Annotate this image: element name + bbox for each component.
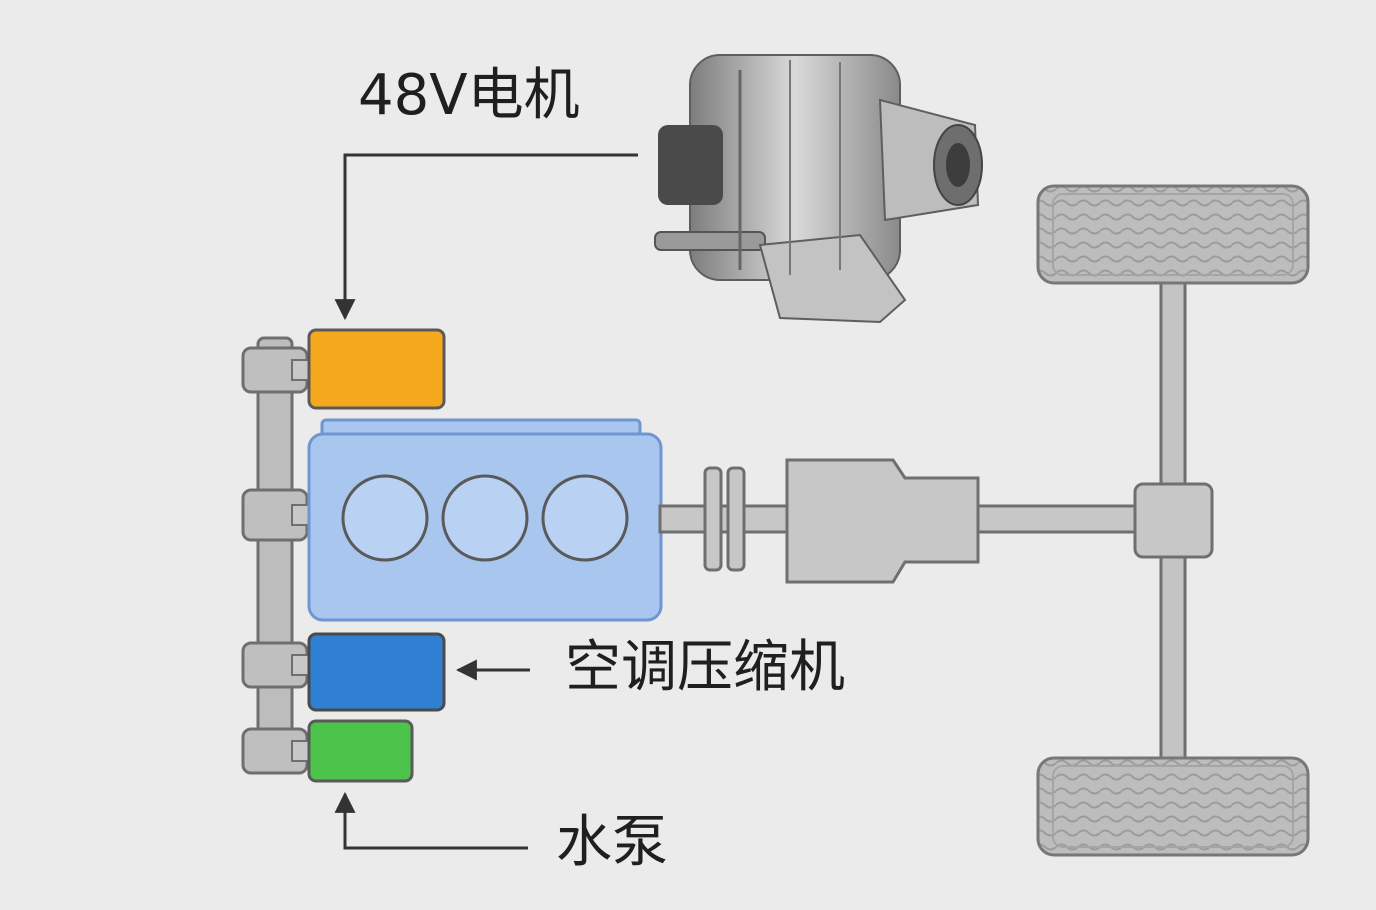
water-pump-block (307, 719, 414, 783)
label-ac-compressor: 空调压缩机 (565, 635, 845, 700)
cylinder-3 (541, 474, 629, 562)
label-water-pump: 水泵 (556, 810, 668, 875)
driveline (658, 280, 1214, 764)
belt-strip (241, 336, 315, 775)
cylinder-2 (441, 474, 529, 562)
wheel-top (1036, 184, 1310, 285)
alternator-image (654, 54, 983, 324)
engine-block (307, 418, 663, 622)
label-48v-motor: 48V电机 (358, 63, 580, 128)
ac-compressor-block (307, 632, 446, 712)
differential (1133, 482, 1214, 559)
wheel-bottom (1036, 756, 1310, 857)
cylinder-1 (341, 474, 429, 562)
arrow-down-icon (334, 153, 638, 321)
motor-48v-block (307, 328, 446, 410)
arrow-up-icon (334, 791, 528, 850)
